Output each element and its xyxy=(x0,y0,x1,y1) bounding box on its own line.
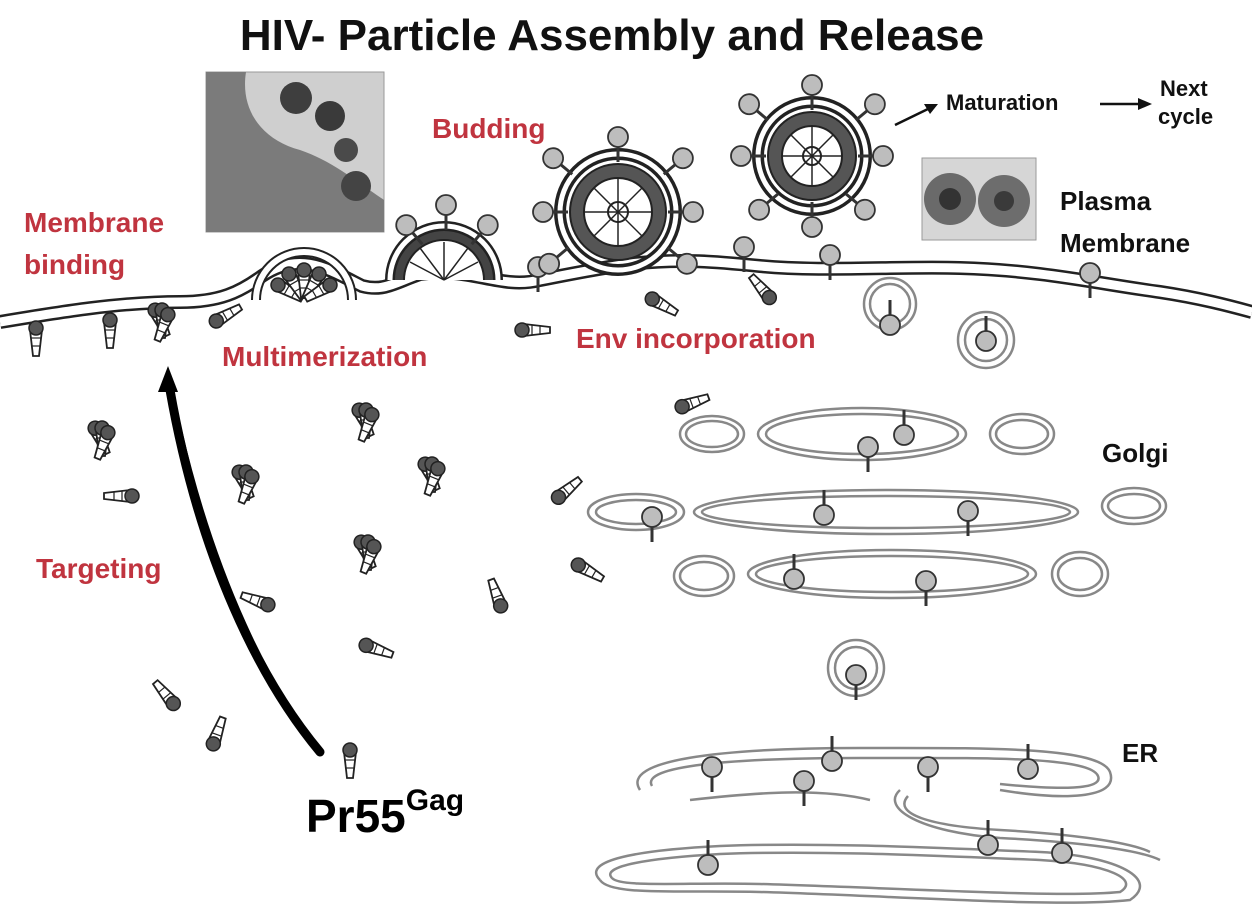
stage-labels: Membrane binding Budding Multimerization… xyxy=(24,113,816,584)
label-budding: Budding xyxy=(432,113,546,144)
page-title: HIV- Particle Assembly and Release xyxy=(240,11,984,60)
em-inset-budding xyxy=(205,71,385,233)
early-bud xyxy=(251,247,357,306)
released-particle xyxy=(729,73,895,239)
label-next-cycle-1: Next xyxy=(1160,76,1208,101)
half-bud xyxy=(385,193,504,281)
label-er: ER xyxy=(1122,738,1158,768)
budding-particle xyxy=(531,125,705,280)
em-inset-mature xyxy=(921,157,1037,241)
label-env-incorporation: Env incorporation xyxy=(576,323,816,354)
targeting-arrow xyxy=(158,366,325,757)
label-membrane-binding-2: binding xyxy=(24,249,125,280)
pr55-text: Pr55 xyxy=(306,790,406,842)
label-plasma-1: Plasma xyxy=(1060,186,1152,216)
plasma-membrane xyxy=(0,253,1252,329)
label-pr55-gag: Pr55Gag xyxy=(306,784,464,842)
endoplasmic-reticulum xyxy=(594,746,1161,904)
label-targeting: Targeting xyxy=(36,553,161,584)
label-multimerization: Multimerization xyxy=(222,341,427,372)
gag-superscript: Gag xyxy=(406,784,464,817)
label-maturation: Maturation xyxy=(946,90,1058,115)
label-membrane-binding-1: Membrane xyxy=(24,207,164,238)
label-next-cycle-2: cycle xyxy=(1158,104,1213,129)
label-golgi: Golgi xyxy=(1102,438,1168,468)
label-plasma-2: Membrane xyxy=(1060,228,1190,258)
maturation-flow: Maturation Next cycle xyxy=(894,76,1213,129)
